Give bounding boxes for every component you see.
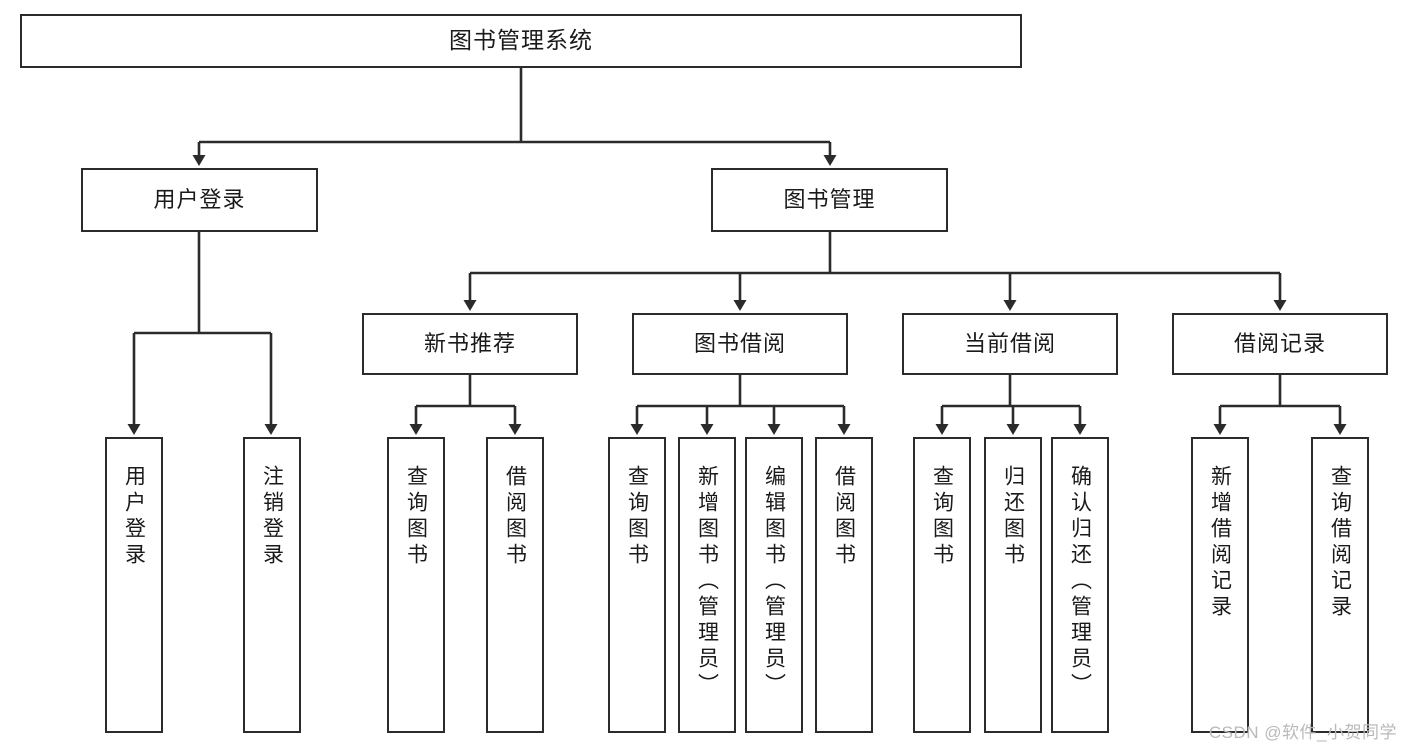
leaf-node[interactable]: 查询图书	[387, 437, 445, 733]
leaf-node[interactable]: 借阅图书	[815, 437, 873, 733]
leaf-label: 查询图书	[625, 465, 649, 569]
leaf-label: 借阅图书	[832, 465, 856, 569]
leaf-node[interactable]: 借阅图书	[486, 437, 544, 733]
node-new-book-recommend[interactable]: 新书推荐	[362, 313, 578, 375]
leaf-node[interactable]: 用户登录	[105, 437, 163, 733]
leaf-label: 新增图书（管理员）	[695, 465, 719, 699]
leaf-node[interactable]: 注销登录	[243, 437, 301, 733]
leaf-node[interactable]: 确认归还（管理员）	[1051, 437, 1109, 733]
leaf-label: 确认归还（管理员）	[1068, 465, 1092, 699]
leaf-node[interactable]: 查询借阅记录	[1311, 437, 1369, 733]
leaf-label: 编辑图书（管理员）	[762, 465, 786, 699]
csdn-watermark: CSDN @软件_小贺同学	[1208, 723, 1397, 742]
leaf-node[interactable]: 新增图书（管理员）	[678, 437, 736, 733]
leaf-node[interactable]: 归还图书	[984, 437, 1042, 733]
leaf-label: 注销登录	[260, 465, 284, 569]
leaf-node[interactable]: 查询图书	[913, 437, 971, 733]
leaf-node[interactable]: 查询图书	[608, 437, 666, 733]
node-root-system[interactable]: 图书管理系统	[20, 14, 1022, 68]
leaf-node[interactable]: 编辑图书（管理员）	[745, 437, 803, 733]
node-book-management[interactable]: 图书管理	[711, 168, 948, 232]
leaf-label: 用户登录	[122, 465, 146, 569]
leaf-node[interactable]: 新增借阅记录	[1191, 437, 1249, 733]
node-current-borrow[interactable]: 当前借阅	[902, 313, 1118, 375]
node-book-borrow[interactable]: 图书借阅	[632, 313, 848, 375]
node-user-login[interactable]: 用户登录	[81, 168, 318, 232]
leaf-label: 查询图书	[404, 465, 428, 569]
leaf-label: 查询图书	[930, 465, 954, 569]
leaf-label: 查询借阅记录	[1328, 465, 1352, 621]
leaf-label: 新增借阅记录	[1208, 465, 1232, 621]
node-borrow-record[interactable]: 借阅记录	[1172, 313, 1388, 375]
leaf-label: 借阅图书	[503, 465, 527, 569]
leaf-label: 归还图书	[1001, 465, 1025, 569]
